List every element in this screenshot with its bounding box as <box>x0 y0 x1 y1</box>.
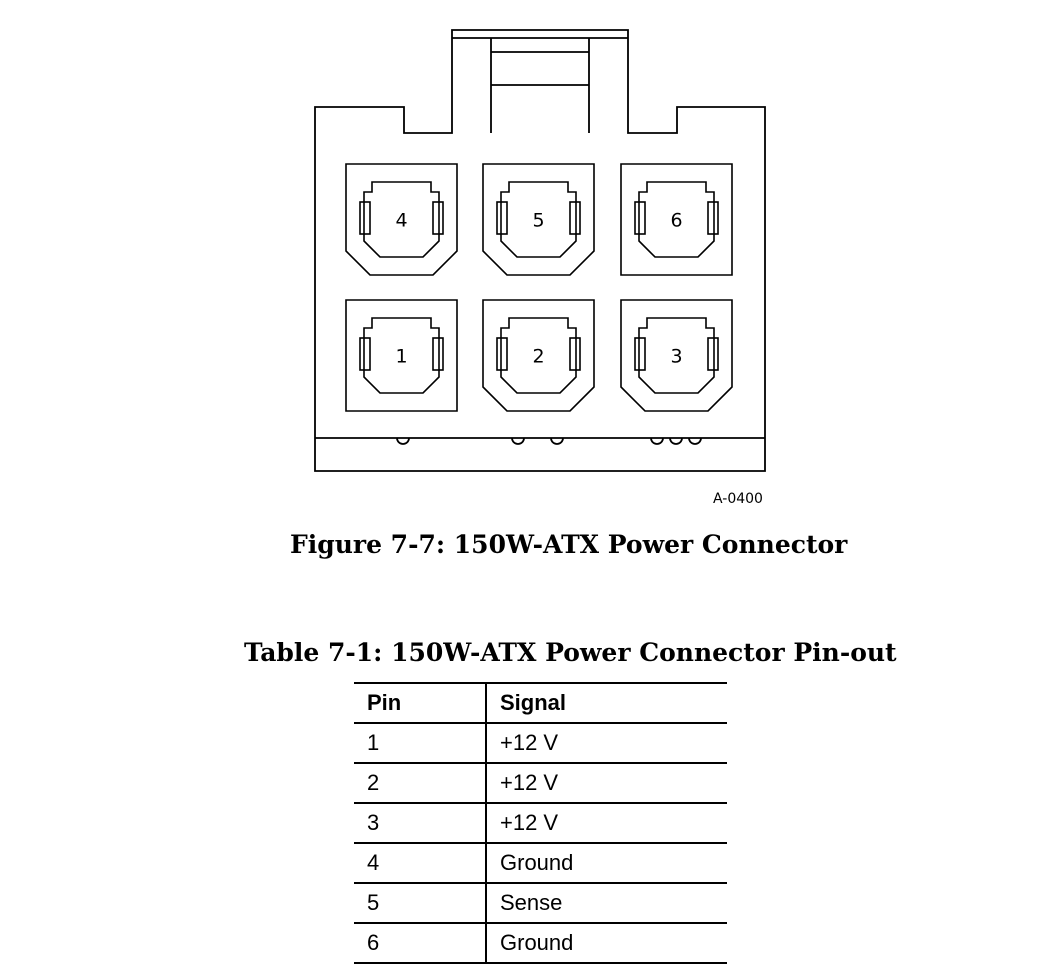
pin-cavity: 1 <box>345 299 458 412</box>
pin-cell: 4 <box>354 843 487 884</box>
connector-diagram: 4 5 6 1 2 3 A-0400 <box>314 29 766 507</box>
rail-bump <box>396 437 410 445</box>
pin-cavity: 3 <box>620 299 733 412</box>
signal-cell: +12 V <box>486 723 727 764</box>
header-pin: Pin <box>354 682 487 724</box>
table-header-row: Pin Signal <box>354 682 727 724</box>
signal-cell: +12 V <box>486 803 727 844</box>
signal-cell: Ground <box>486 843 727 884</box>
pin-number-label: 4 <box>395 210 407 232</box>
pin-cavity: 4 <box>345 163 458 276</box>
rail-bump <box>650 437 664 445</box>
pin-number-label: 3 <box>670 346 682 368</box>
pin-cavity: 2 <box>482 299 595 412</box>
pin-cell: 6 <box>354 923 487 964</box>
pin-cavity: 6 <box>620 163 733 276</box>
rail-bump <box>669 437 683 445</box>
table-row: 3+12 V <box>354 803 727 844</box>
signal-cell: +12 V <box>486 763 727 804</box>
rail-bump <box>511 437 525 445</box>
pin-cell: 3 <box>354 803 487 844</box>
pin-cell: 5 <box>354 883 487 924</box>
signal-cell: Ground <box>486 923 727 964</box>
pin-number-label: 1 <box>395 346 407 368</box>
figure-caption: Figure 7-7: 150W-ATX Power Connector <box>290 530 848 559</box>
table-row: 2+12 V <box>354 763 727 804</box>
pin-number-label: 2 <box>532 346 544 368</box>
connector-body-outline <box>314 29 766 472</box>
pin-cavity: 5 <box>482 163 595 276</box>
table-row: 1+12 V <box>354 723 727 764</box>
pin-number-label: 6 <box>670 210 682 232</box>
table-caption: Table 7-1: 150W-ATX Power Connector Pin-… <box>244 638 897 667</box>
pin-cell: 2 <box>354 763 487 804</box>
reference-id: A-0400 <box>713 491 763 507</box>
rail-bump <box>688 437 702 445</box>
rail-bump <box>550 437 564 445</box>
signal-cell: Sense <box>486 883 727 924</box>
pin-cell: 1 <box>354 723 487 764</box>
pin-number-label: 5 <box>532 210 544 232</box>
header-signal: Signal <box>486 682 727 724</box>
